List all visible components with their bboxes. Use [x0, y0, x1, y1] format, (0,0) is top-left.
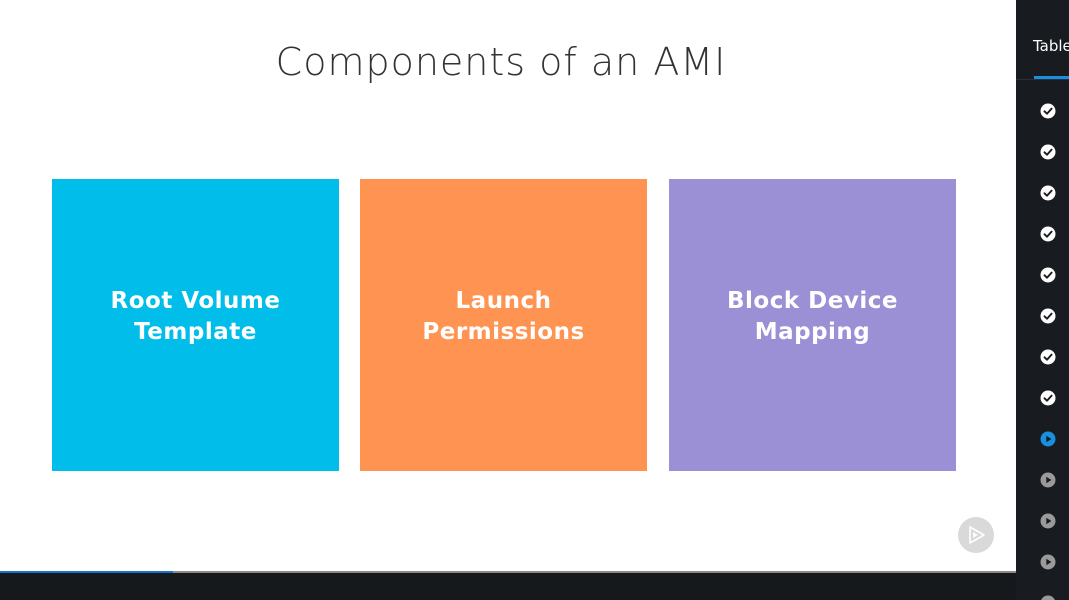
- pluralsight-play-icon: [958, 517, 994, 553]
- clip-item-12[interactable]: [1040, 554, 1056, 570]
- sidebar-header: Table of contents: [1016, 0, 1069, 80]
- component-card-label: Block Device Mapping: [727, 288, 898, 345]
- component-card-launch-permissions: Launch Permissions: [360, 179, 647, 471]
- slide-title: Components of an AMI: [275, 40, 727, 84]
- check-circle-icon: [1040, 267, 1056, 283]
- check-circle-icon: [1040, 103, 1056, 119]
- component-card-root-volume: Root Volume Template: [52, 179, 339, 471]
- clip-item-9[interactable]: [1040, 431, 1056, 447]
- clip-item-3[interactable]: [1040, 185, 1056, 201]
- check-circle-icon: [1040, 144, 1056, 160]
- video-progress-fill: [0, 571, 173, 573]
- clip-item-13[interactable]: [1040, 595, 1056, 600]
- clip-item-8[interactable]: [1040, 390, 1056, 406]
- check-circle-icon: [1040, 185, 1056, 201]
- video-progress-bar[interactable]: [0, 571, 1016, 573]
- check-circle-icon: [1040, 390, 1056, 406]
- clip-item-6[interactable]: [1040, 308, 1056, 324]
- component-card-label: Launch Permissions: [422, 288, 585, 345]
- check-circle-icon: [1040, 226, 1056, 242]
- play-circle-icon: [1040, 513, 1056, 529]
- play-circle-icon: [1040, 472, 1056, 488]
- video-slide[interactable]: Components of an AMI Root Volume Templat…: [0, 0, 1016, 571]
- play-circle-icon: [1041, 595, 1055, 600]
- table-of-contents-panel: Table of contents: [1016, 0, 1069, 600]
- clip-item-10[interactable]: [1040, 472, 1056, 488]
- clip-item-5[interactable]: [1040, 267, 1056, 283]
- clip-item-11[interactable]: [1040, 513, 1056, 529]
- clip-item-1[interactable]: [1040, 103, 1056, 119]
- play-circle-icon: [1040, 554, 1056, 570]
- player-control-bar: [0, 573, 1016, 600]
- component-card-label: Root Volume Template: [110, 288, 281, 345]
- check-circle-icon: [1040, 308, 1056, 324]
- active-tab-indicator: [1034, 76, 1069, 79]
- check-circle-icon: [1040, 349, 1056, 365]
- tab-table-of-contents[interactable]: Table of contents: [1033, 37, 1069, 55]
- clip-item-2[interactable]: [1040, 144, 1056, 160]
- clip-item-7[interactable]: [1040, 349, 1056, 365]
- component-card-block-device-mapping: Block Device Mapping: [669, 179, 956, 471]
- clip-item-4[interactable]: [1040, 226, 1056, 242]
- play-circle-icon: [1040, 431, 1056, 447]
